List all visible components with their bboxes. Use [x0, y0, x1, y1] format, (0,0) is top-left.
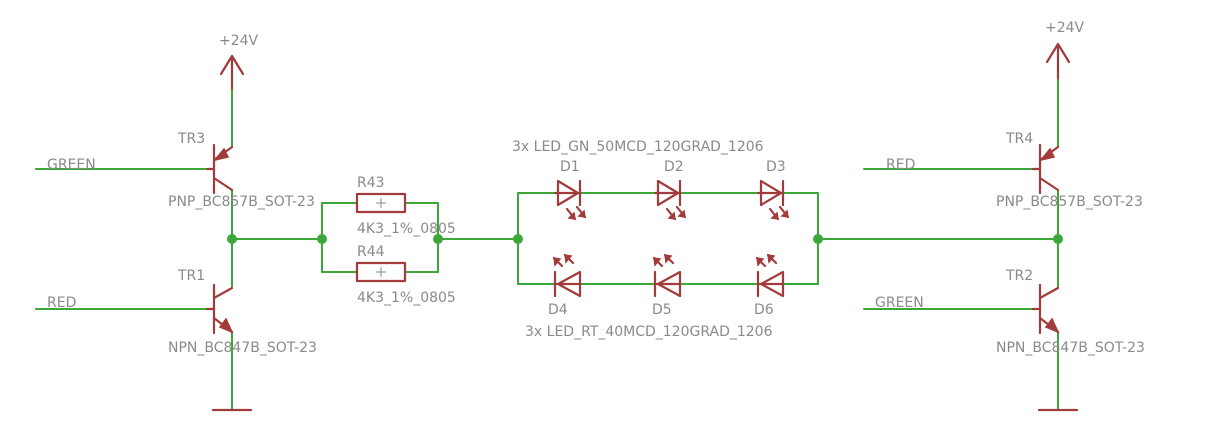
led-array: D1 D2 D3 D4 D5 [512, 139, 823, 340]
resistor-r44: R44 4K3_1%_0805 [355, 244, 456, 306]
junction-left-node [227, 234, 237, 244]
net-label-left-green: GREEN [47, 157, 96, 173]
tr1-value: NPN_BC847B_SOT-23 [168, 340, 317, 356]
led-d1: D1 [553, 159, 587, 221]
led-d6: D6 [754, 253, 785, 318]
supply-label-left: +24V [219, 33, 259, 49]
d3-ref: D3 [766, 159, 786, 175]
d4-ref: D4 [548, 302, 568, 318]
tr4-ref: TR4 [1005, 131, 1033, 147]
tr4-value: PNP_BC857B_SOT-23 [996, 194, 1143, 210]
green-led-caption: 3x LED_GN_50MCD_120GRAD_1206 [512, 139, 764, 155]
net-label-right-green: GREEN [875, 295, 924, 311]
r43-value: 4K3_1%_0805 [357, 221, 456, 237]
resistor-r43: R43 4K3_1%_0805 [355, 175, 456, 237]
junction-resistor-left [317, 234, 327, 244]
supply-symbol-right: +24V [1045, 20, 1085, 82]
r43-ref: R43 [357, 175, 385, 191]
transistor-tr1: TR1 NPN_BC847B_SOT-23 [168, 268, 317, 356]
resistor-network: R43 4K3_1%_0805 R44 4K3_1%_0805 [317, 175, 519, 306]
d6-ref: D6 [754, 302, 774, 318]
junction-led-left [513, 234, 523, 244]
transistor-tr4: TR4 PNP_BC857B_SOT-23 [996, 131, 1143, 210]
net-label-right-red: RED [886, 157, 915, 173]
tr1-ref: TR1 [177, 268, 205, 284]
d1-ref: D1 [560, 159, 580, 175]
led-d4: D4 [548, 253, 582, 318]
tr2-value: NPN_BC847B_SOT-23 [996, 340, 1145, 356]
left-driver: +24V TR3 PNP_BC857B_SOT-23 TR1 NPN_BC847… [35, 33, 323, 412]
d2-ref: D2 [664, 159, 684, 175]
supply-label-right: +24V [1045, 20, 1085, 36]
junction-resistor-right [433, 234, 443, 244]
r44-value: 4K3_1%_0805 [357, 290, 456, 306]
led-d2: D2 [653, 159, 687, 221]
tr3-value: PNP_BC857B_SOT-23 [168, 194, 315, 210]
led-d3: D3 [756, 159, 790, 221]
d5-ref: D5 [652, 302, 672, 318]
right-driver: +24V TR4 PNP_BC857B_SOT-23 TR2 NPN_BC847… [817, 20, 1145, 412]
net-label-left-red: RED [47, 295, 76, 311]
junction-right-node [1053, 234, 1063, 244]
transistor-tr3: TR3 PNP_BC857B_SOT-23 [168, 131, 315, 210]
tr3-ref: TR3 [177, 131, 205, 147]
tr2-ref: TR2 [1005, 268, 1033, 284]
transistor-tr2: TR2 NPN_BC847B_SOT-23 [996, 268, 1145, 356]
led-d5: D5 [652, 253, 682, 318]
red-led-caption: 3x LED_RT_40MCD_120GRAD_1206 [525, 324, 773, 340]
supply-symbol-left: +24V [219, 33, 259, 92]
r44-ref: R44 [357, 244, 385, 260]
